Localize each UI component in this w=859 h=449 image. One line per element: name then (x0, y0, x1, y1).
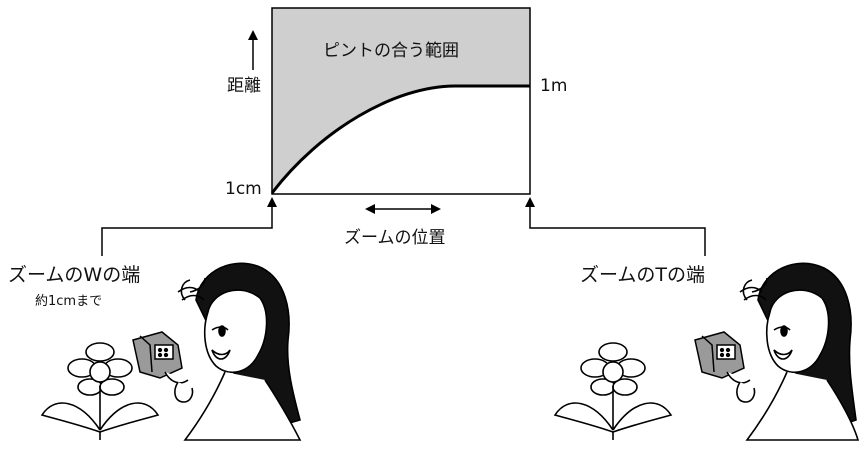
distance-axis-arrow (248, 30, 258, 70)
focus-range-graph (272, 8, 530, 194)
distance-axis-label: 距離 (227, 78, 261, 95)
w-end-connector (102, 197, 277, 256)
left-camcorder-illustration (133, 332, 188, 383)
right-camcorder-illustration (695, 332, 750, 383)
w-end-subcaption: 約1cmまで (35, 295, 102, 308)
t-end-connector (525, 197, 705, 256)
focus-range-area (272, 8, 530, 193)
y-bottom-label: 1cm (225, 181, 262, 198)
right-speech-mark (738, 284, 778, 308)
w-end-caption: ズームのWの端 (8, 266, 140, 285)
y-top-label: 1m (540, 78, 567, 95)
right-flower-illustration (555, 343, 671, 440)
left-speech-mark (176, 284, 216, 308)
zoom-position-arrow (365, 204, 441, 214)
t-end-caption: ズームのTの端 (580, 266, 705, 285)
focus-range-title: ピントの合う範囲 (323, 43, 459, 60)
zoom-position-label: ズームの位置 (344, 230, 446, 247)
